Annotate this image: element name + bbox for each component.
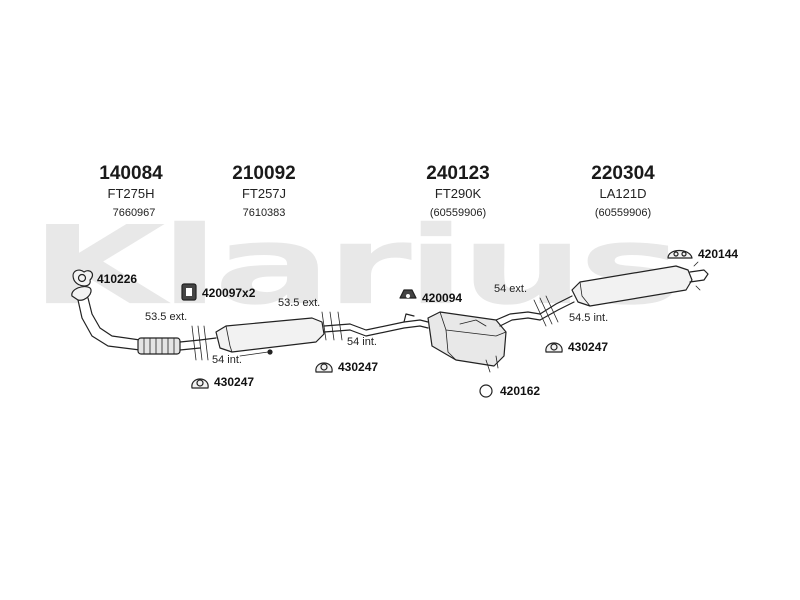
mounting-430247-a-icon [191, 378, 209, 389]
fitting-label-420144: 420144 [698, 247, 739, 261]
part-code-4: LA121D [599, 186, 647, 201]
part-code-2: FT257J [241, 186, 287, 201]
fitting-label-430247-c: 430247 [568, 340, 609, 354]
part-code-3: FT290K [434, 186, 482, 201]
part-ref-3: (60559906) [429, 207, 487, 219]
part-code-1: FT275H [107, 186, 155, 201]
front-pipe-drawing [71, 285, 201, 355]
fitting-label-430247-a: 430247 [214, 375, 255, 389]
fitting-label-420094: 420094 [422, 291, 463, 305]
part-number-1: 140084 [99, 163, 163, 184]
clamp-420097-icon [181, 283, 197, 301]
dimension-label-4: 54 int. [347, 336, 377, 348]
part-ref-4: (60559906) [594, 207, 652, 219]
part-number-2: 210092 [232, 163, 296, 184]
dimension-label-5: 54 ext. [494, 283, 528, 295]
part-number-3: 240123 [426, 163, 490, 184]
fitting-label-430247-b: 430247 [338, 360, 379, 374]
dimension-label-2: 54 int. [212, 354, 242, 366]
part-ref-1: 7660967 [112, 207, 156, 219]
part-number-4: 220304 [591, 163, 655, 184]
joint-marks-3 [533, 295, 559, 327]
mounting-420144-icon [667, 249, 693, 259]
dimension-label-1: 53.5 ext. [145, 311, 188, 323]
rear-silencer-drawing [349, 311, 541, 373]
joint-marks-2 [321, 311, 343, 341]
fitting-label-420097: 420097x2 [202, 286, 256, 300]
gasket-410226-icon [72, 269, 94, 287]
tail-silencer-drawing [539, 261, 709, 321]
centre-silencer-drawing [199, 317, 351, 357]
mounting-430247-c-icon [545, 342, 563, 353]
mounting-430247-b-icon [315, 362, 333, 373]
part-ref-2: 7610383 [242, 207, 286, 219]
fitting-label-410226: 410226 [97, 272, 138, 286]
dimension-label-3: 53.5 ext. [278, 297, 321, 309]
fitting-label-420162: 420162 [500, 384, 541, 398]
mounting-420094-icon [399, 289, 417, 299]
dimension-label-6: 54.5 int. [569, 312, 609, 324]
ring-420162-icon [479, 384, 493, 398]
joint-marks-1 [191, 325, 209, 361]
